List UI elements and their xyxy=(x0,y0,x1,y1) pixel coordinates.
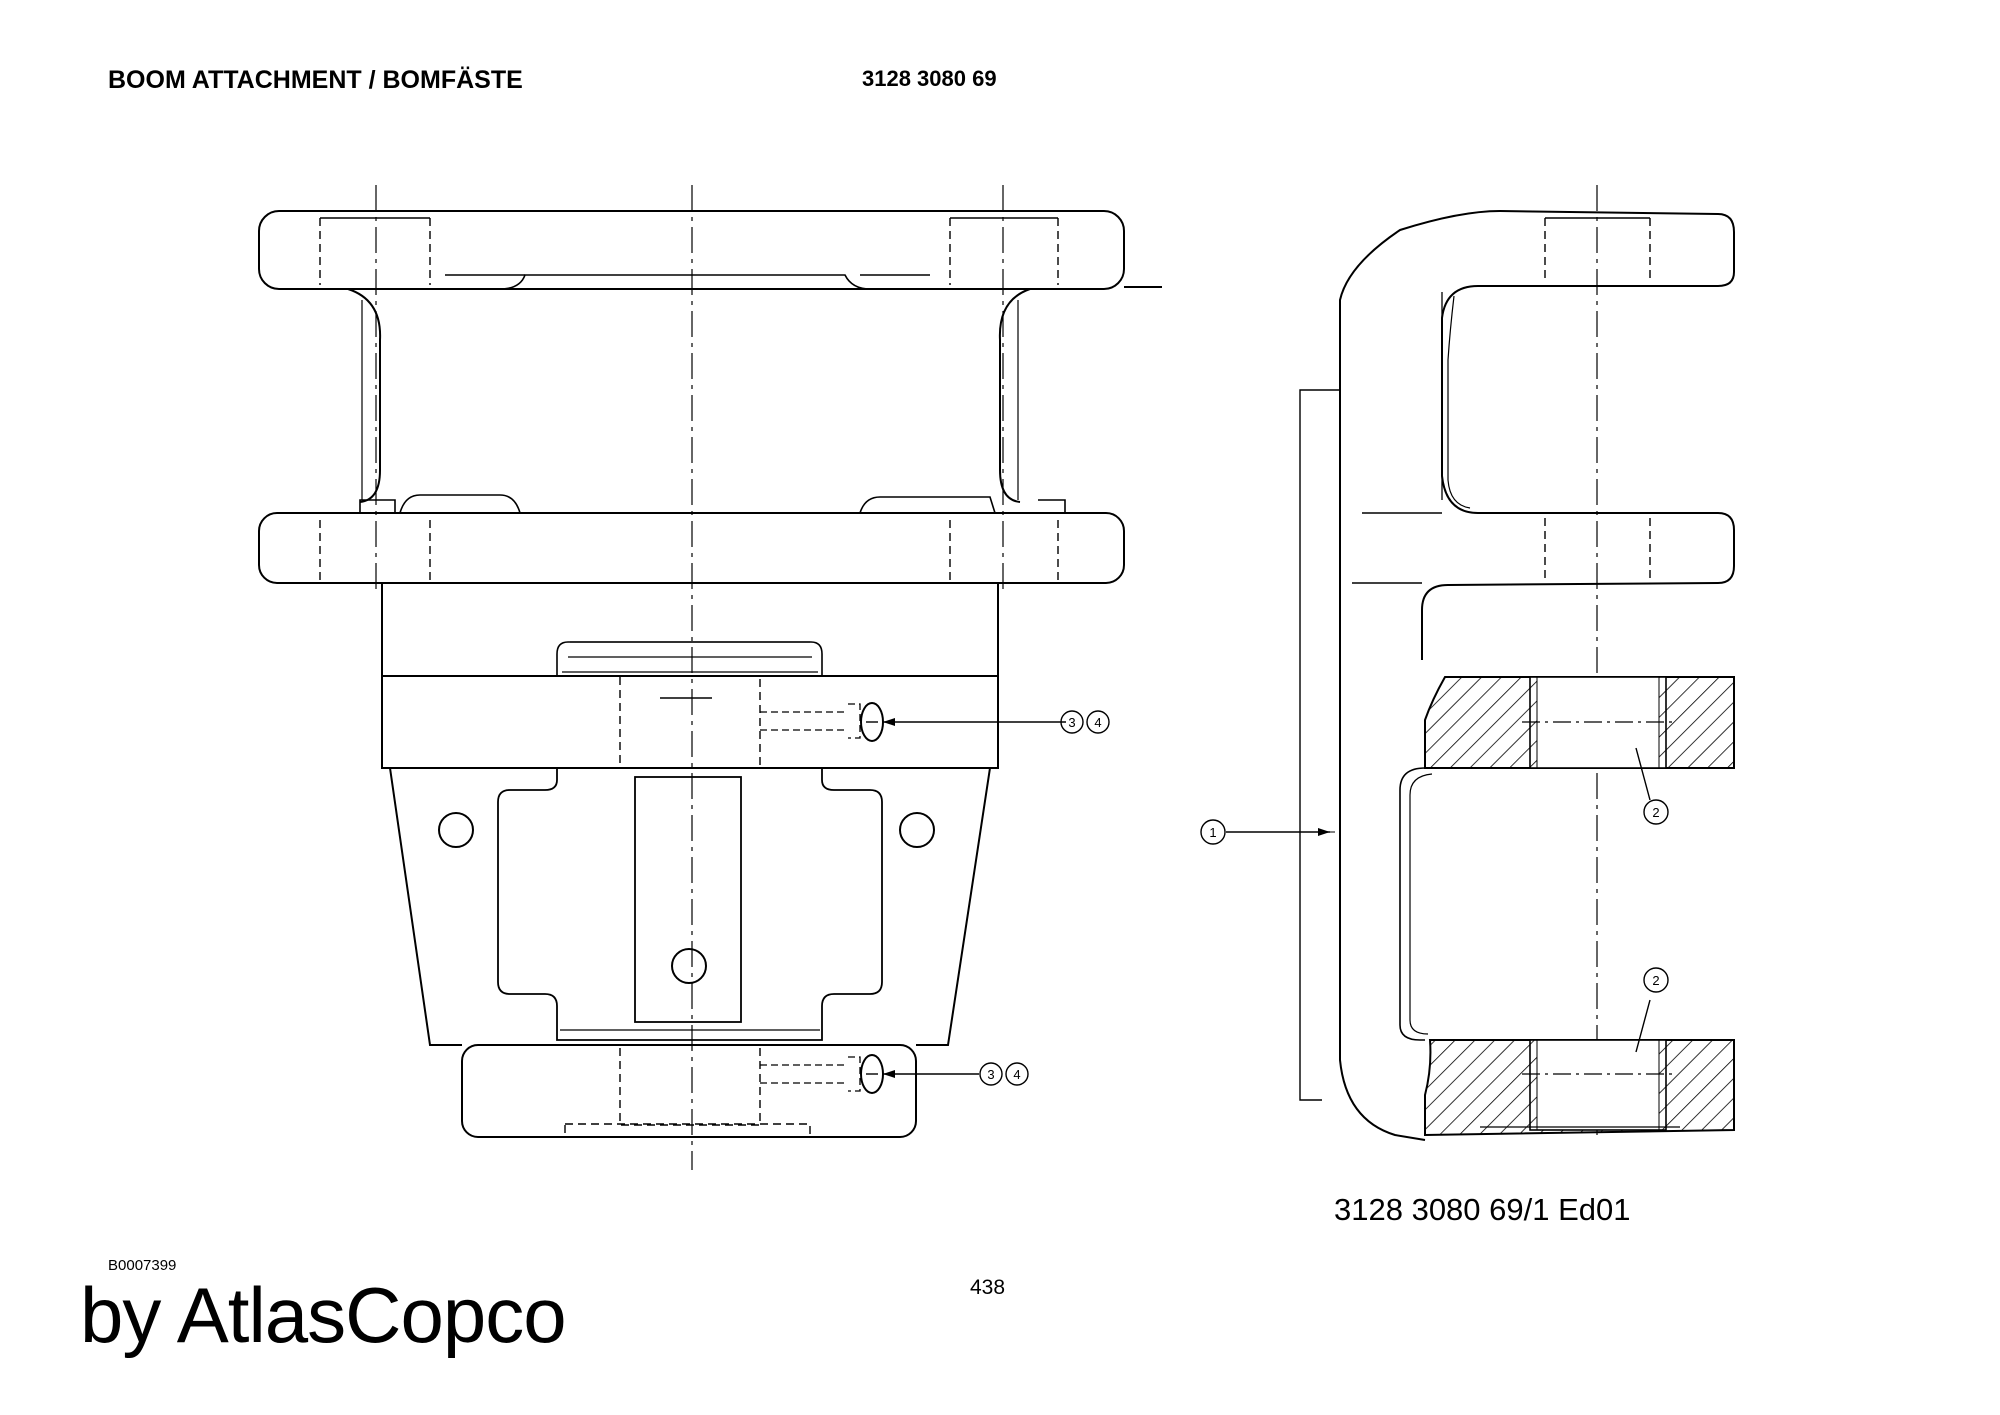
screw-upper xyxy=(760,702,1066,742)
callout-label: 1 xyxy=(1209,825,1216,840)
callout-2-lower xyxy=(1643,967,1669,993)
center-slot xyxy=(634,776,742,1023)
left-hole xyxy=(438,812,474,848)
brand-logo: by AtlasCopco xyxy=(80,1271,567,1359)
callout-3-lower xyxy=(979,1062,1003,1086)
callout-label: 2 xyxy=(1652,973,1659,988)
callout-4-upper xyxy=(1086,710,1110,734)
callout-label: 3 xyxy=(1068,715,1075,730)
callout-label: 3 xyxy=(987,1067,994,1082)
callout-label: 2 xyxy=(1652,805,1659,820)
callouts xyxy=(979,710,1669,1086)
front-view xyxy=(258,185,1162,1170)
right-hole xyxy=(899,812,935,848)
side-view xyxy=(1226,185,1735,1141)
middle-flange xyxy=(258,512,1125,584)
base-block xyxy=(461,1044,917,1138)
callout-3-upper xyxy=(1060,710,1084,734)
part-number: 3128 3080 69 xyxy=(862,66,997,91)
page-title: BOOM ATTACHMENT / BOMFÄSTE xyxy=(108,66,523,94)
callout-4-lower xyxy=(1005,1062,1029,1086)
callout-label: 4 xyxy=(1094,715,1101,730)
callout-2-upper xyxy=(1643,799,1669,825)
page-number: 438 xyxy=(970,1276,1006,1299)
drawing-code: B0007399 xyxy=(108,1257,177,1274)
center-hole xyxy=(671,948,707,984)
callout-1 xyxy=(1200,819,1226,845)
callout-label: 4 xyxy=(1013,1067,1020,1082)
top-flange xyxy=(258,210,1125,290)
drawing-number: 3128 3080 69/1 Ed01 xyxy=(1334,1192,1631,1227)
screw-lower xyxy=(760,1054,979,1094)
